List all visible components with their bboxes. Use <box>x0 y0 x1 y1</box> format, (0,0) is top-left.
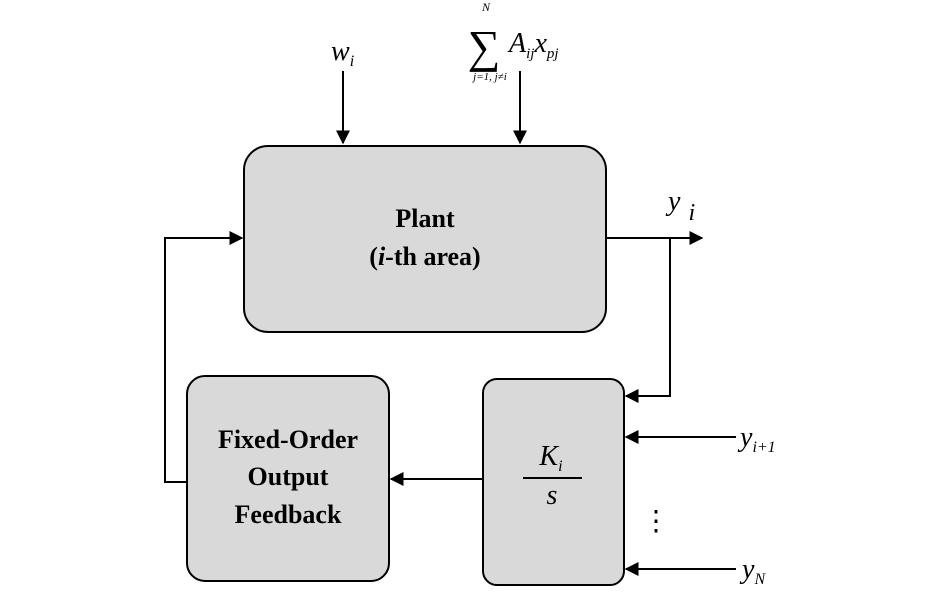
plant-block: Plant (i-th area) <box>243 145 607 333</box>
neighbor-next-label: yi+1 <box>737 422 776 456</box>
sum-symbol: ∑ <box>468 21 501 72</box>
feedback-label-line2: Output <box>248 462 329 491</box>
output-to-integrator-arrow <box>624 238 671 403</box>
integrator-numerator: Ki <box>538 441 562 475</box>
integrator-denominator: s <box>547 480 558 511</box>
neighbor-input-next: yi+1 <box>624 422 776 456</box>
plant-area-label: (i-th area) <box>369 242 480 271</box>
integrator-block: Ki s <box>482 378 625 586</box>
feedback-label-line3: Feedback <box>235 500 342 529</box>
feedback-to-plant-arrow <box>164 231 244 483</box>
sum-lower-limit: j=1, j≠i <box>471 71 507 83</box>
feedback-block: Fixed-Order Output Feedback <box>186 375 390 582</box>
disturbance-input: wi <box>331 36 354 145</box>
ellipsis: ⋮ <box>642 506 670 537</box>
feedback-label-line1: Fixed-Order <box>218 425 358 454</box>
plant-label: Plant <box>395 204 455 233</box>
disturbance-label: wi <box>331 36 354 70</box>
neighbor-input-last: yN <box>624 554 766 588</box>
coupling-term: Aijxpj <box>507 28 559 62</box>
sum-upper-limit: N <box>481 0 491 14</box>
neighbor-last-label: yN <box>739 554 766 588</box>
coupling-input: ∑ N j=1, j≠i Aijxpj <box>468 0 559 145</box>
